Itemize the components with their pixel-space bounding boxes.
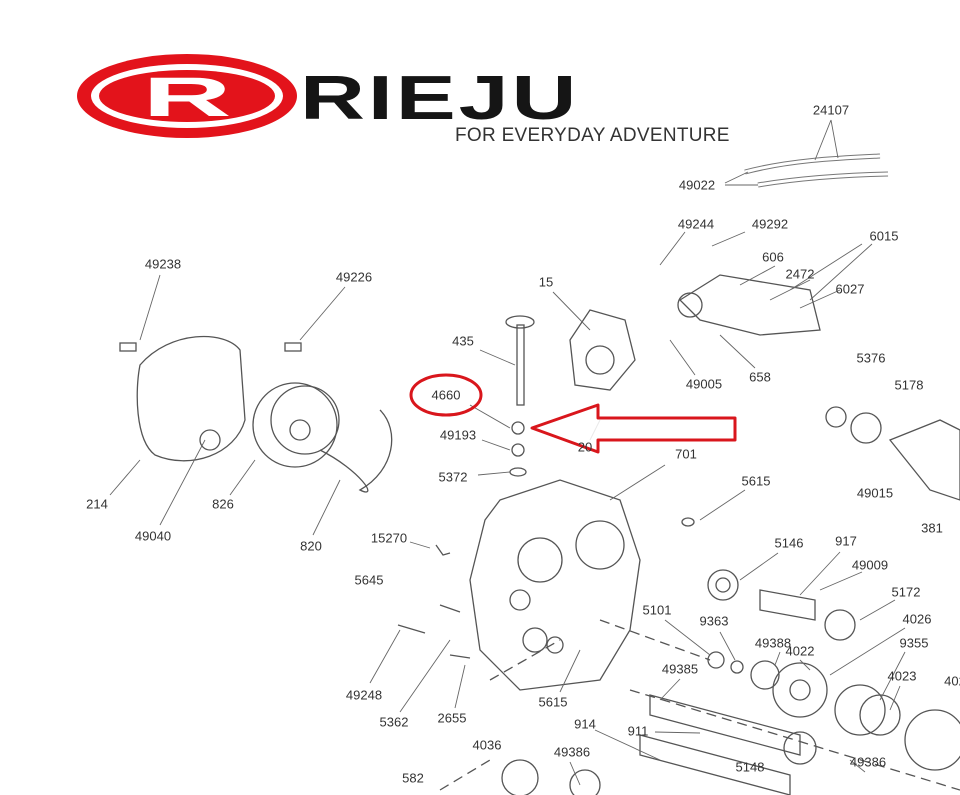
part-label: 49292 [751, 216, 789, 232]
part-label: 914 [574, 716, 596, 732]
part-label: 20 [577, 439, 593, 455]
part-label: 49385 [661, 661, 699, 677]
leader-lines [109, 119, 906, 786]
part-label: 2655 [437, 710, 467, 726]
part-label: 2472 [785, 266, 815, 282]
highlight-circle [409, 373, 483, 417]
part-label: 49244 [677, 216, 715, 232]
part-label: 49009 [851, 557, 889, 573]
rieju-logo-emblem: R [77, 54, 297, 138]
part-label: 5645 [354, 572, 384, 588]
part-label: 5376 [856, 350, 886, 366]
part-label: 9363 [699, 613, 729, 629]
brand-tagline: FOR EVERYDAY ADVENTURE [455, 125, 730, 146]
part-label: 49015 [856, 485, 894, 501]
part-label: 4022 [785, 643, 815, 659]
part-label: 606 [762, 249, 784, 265]
part-label: 49248 [345, 687, 383, 703]
part-label: 402 [944, 673, 960, 689]
part-label: 435 [452, 333, 474, 349]
part-label: 5372 [438, 469, 468, 485]
part-label: 49388 [754, 635, 792, 651]
brand-name: RIEJU [300, 64, 580, 133]
part-label: 911 [627, 723, 649, 739]
part-drawings [119, 153, 960, 795]
part-label: 49022 [678, 177, 716, 193]
part-label: 15270 [370, 530, 408, 546]
part-label: 9355 [899, 635, 929, 651]
part-label: 582 [402, 770, 424, 786]
highlight-arrow-icon [530, 403, 737, 454]
part-label: 6027 [835, 281, 865, 297]
part-label: 5148 [735, 759, 765, 775]
part-label: 24107 [812, 102, 850, 118]
part-label: 5362 [379, 714, 409, 730]
part-label: 917 [835, 533, 857, 549]
part-label: 5615 [741, 473, 771, 489]
part-label: 5178 [894, 377, 924, 393]
part-label: 4660 [431, 387, 461, 403]
part-label: 826 [212, 496, 234, 512]
part-label: 49005 [685, 376, 723, 392]
part-label: 701 [675, 446, 697, 462]
part-label: 820 [300, 538, 322, 554]
part-label: 49238 [144, 256, 182, 272]
part-label: 5101 [642, 602, 672, 618]
part-label: 15 [538, 274, 554, 290]
part-label: 381 [921, 520, 943, 536]
part-label: 4026 [902, 611, 932, 627]
logo-letter: R [143, 66, 232, 129]
part-label: 5146 [774, 535, 804, 551]
part-label: 5172 [891, 584, 921, 600]
part-label: 214 [86, 496, 108, 512]
part-label: 49386 [553, 744, 591, 760]
part-label: 5615 [538, 694, 568, 710]
part-label: 6015 [869, 228, 899, 244]
part-label: 658 [749, 369, 771, 385]
part-label: 4036 [472, 737, 502, 753]
part-label: 49193 [439, 427, 477, 443]
part-label: 49226 [335, 269, 373, 285]
part-label: 49040 [134, 528, 172, 544]
part-label: 4023 [887, 668, 917, 684]
part-label: 49386 [849, 754, 887, 770]
